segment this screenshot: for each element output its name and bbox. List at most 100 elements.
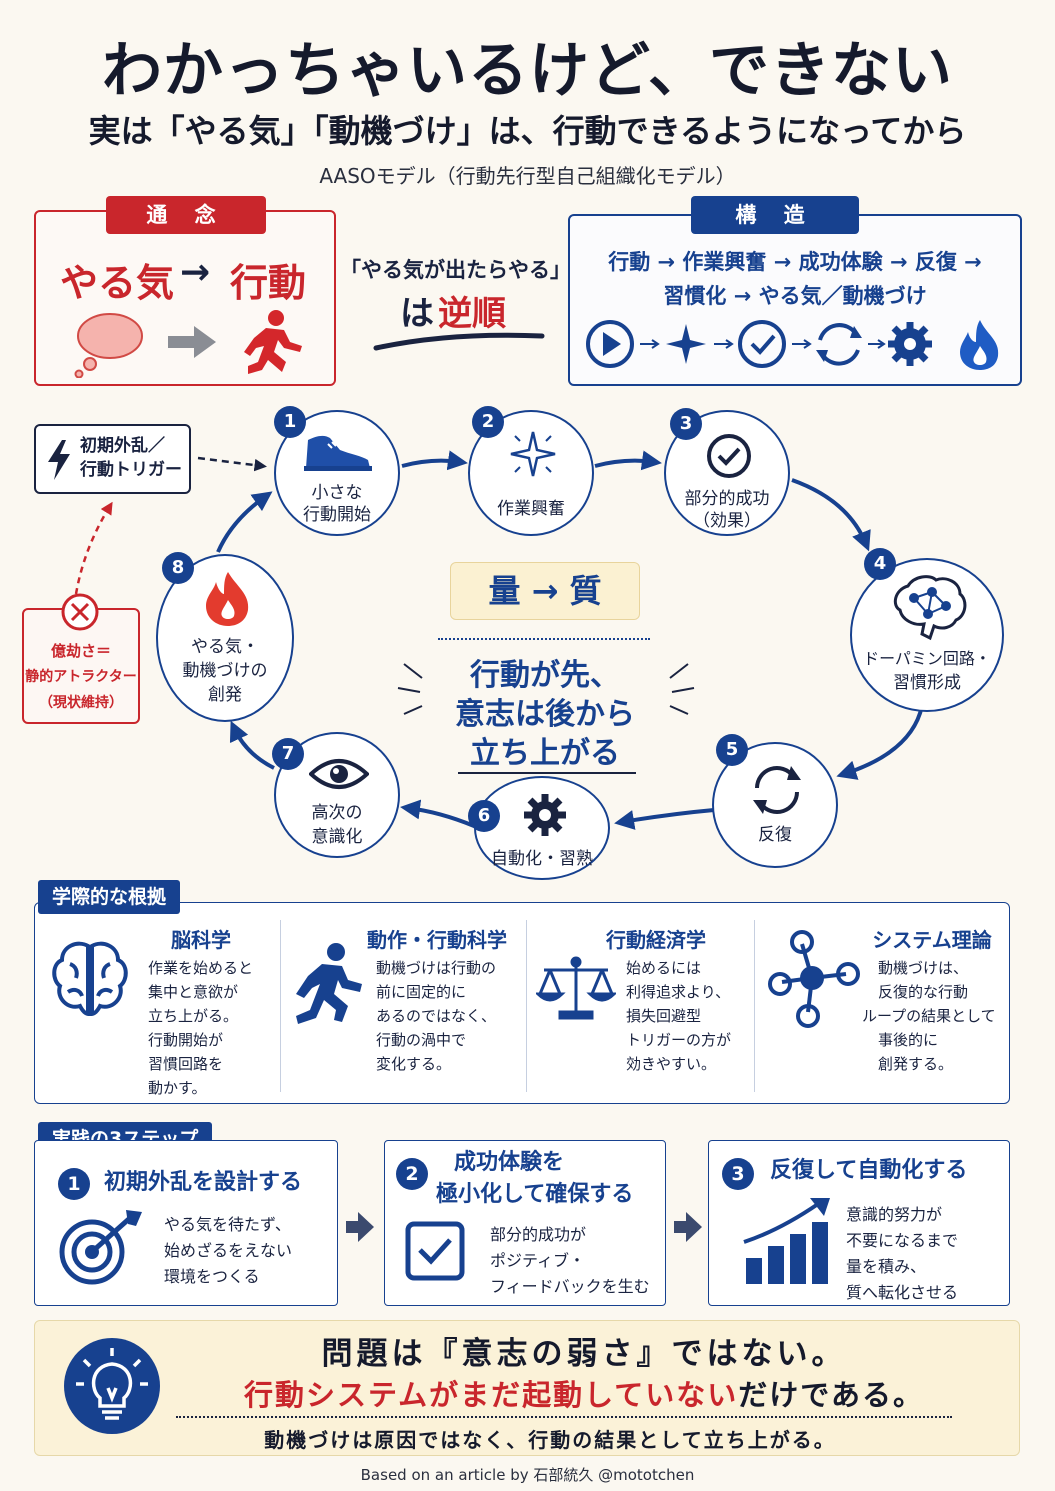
cycle-step-7-line1: 高次の xyxy=(311,803,363,823)
page-title: わかっちゃいるけど、できない xyxy=(102,36,953,106)
conclusion-line2: 行動システムがまだ起動していないだけである。 xyxy=(170,1372,998,1414)
step-1-body: やる気を待たず、 始めざるをえない 環境をつくる xyxy=(164,1212,292,1290)
evidence-col-2-line: 動機づけは行動の xyxy=(376,959,497,977)
evidence-col-3-line: 始めるには xyxy=(626,959,702,977)
step-2-line: ポジティブ・ xyxy=(490,1251,586,1270)
flame-icon xyxy=(960,320,999,370)
evidence-col-4-line: 反復的な行動 xyxy=(878,983,969,1001)
step-1-line: 環境をつくる xyxy=(164,1267,260,1286)
cycle-step-3-line1: 部分的成功 xyxy=(684,489,770,509)
evidence-col-3-line: 効きやすい。 xyxy=(626,1055,717,1073)
cycle-arrow-5-6 xyxy=(614,808,715,830)
step-arrow-icon xyxy=(674,1212,702,1242)
step-1-title: 初期外乱を設計する xyxy=(104,1170,303,1195)
running-person-icon xyxy=(296,943,362,1024)
trigger-line2: 行動トリガー xyxy=(80,460,182,480)
evidence-col-3-line: 損失回避型 xyxy=(626,1007,702,1025)
cycle-arrow-8-1 xyxy=(216,491,273,553)
step-1-number: 1 xyxy=(58,1168,90,1200)
cycle-arrow-3-4 xyxy=(791,478,871,552)
sparkle-icon xyxy=(666,324,706,364)
evidence-col-4-line: 動機づけは、 xyxy=(878,959,969,977)
center-dotted-divider xyxy=(438,638,650,640)
inertia-line1: 億劫さ＝ xyxy=(50,642,111,660)
center-underline xyxy=(458,772,636,774)
concept-card xyxy=(34,210,336,386)
checkmark-circle-icon xyxy=(738,320,786,368)
brush-underline xyxy=(373,332,545,351)
reverse-quote: 「やる気が出たらやる」 xyxy=(340,258,571,282)
structure-icons xyxy=(586,320,999,370)
evidence-col-3-title: 行動経済学 xyxy=(606,928,706,952)
step-1-line: 始めざるをえない xyxy=(164,1241,293,1260)
footer-credit: Based on an article by 石部統久 @mototchen xyxy=(360,1466,695,1484)
cycle-icon xyxy=(816,323,862,366)
evidence-divider xyxy=(280,920,281,1092)
network-nodes-icon xyxy=(768,930,860,1028)
inertia-line2: 静的アトラクター xyxy=(25,669,137,685)
concept-formula-arrow: → xyxy=(180,252,211,293)
evidence-divider xyxy=(754,920,755,1092)
center-line1: 行動が先、 xyxy=(470,658,620,693)
cycle-number-2: 2 xyxy=(472,406,504,438)
concept-icons xyxy=(74,310,302,378)
cycle-step-7-line2: 意識化 xyxy=(311,827,363,847)
evidence-section xyxy=(34,902,1010,1104)
evidence-divider xyxy=(526,920,527,1092)
step-2-line: 部分的成功が xyxy=(490,1225,587,1244)
cycle-number-5: 5 xyxy=(716,734,748,766)
cycle-step-2: 作業興奮 xyxy=(468,410,594,536)
conclusion-line2-red: 行動システムがまだ起動していない xyxy=(244,1378,739,1412)
cycle-step-2-line1: 作業興奮 xyxy=(497,499,565,519)
cycle-step-4: ドーパミン回路・ 習慣形成 xyxy=(850,558,1004,712)
conclusion-divider xyxy=(176,1416,952,1418)
flame-icon xyxy=(206,572,249,626)
cycle-step-6-line1: 自動化・習熟 xyxy=(491,849,593,869)
evidence-col-1-line: 習慣回路を xyxy=(148,1055,224,1073)
step-arrow-icon xyxy=(346,1212,374,1242)
cycle-number-1: 1 xyxy=(274,406,306,438)
cycle-step-1: 小さな 行動開始 xyxy=(274,410,400,536)
evidence-col-4-line: ループの結果として xyxy=(862,1007,996,1025)
sparkle-icon xyxy=(510,431,556,477)
structure-line1: 行動 → 作業興奮 → 成功体験 → 反復 → xyxy=(608,250,982,274)
small-arrow-icon xyxy=(792,339,812,349)
cycle-step-8-line3: 創発 xyxy=(208,685,242,705)
emphasis-rays xyxy=(397,663,695,715)
cycle-number-3: 3 xyxy=(670,408,702,440)
cycle-arrow-2-3 xyxy=(594,450,662,471)
conclusion-line2-dark: だけである。 xyxy=(738,1378,924,1412)
cycle-step-8: やる気・ 動機づけの 創発 xyxy=(156,554,294,722)
concept-label: 通 念 xyxy=(106,196,266,234)
cycle-number-8: 8 xyxy=(162,552,194,584)
running-person-icon xyxy=(244,310,302,374)
step-2-title-line1: 成功体験を xyxy=(454,1150,565,1175)
step-3-line: 不要になるまで xyxy=(846,1231,959,1250)
cycle-number-4: 4 xyxy=(864,548,896,580)
growth-chart-icon xyxy=(743,1198,830,1284)
reverse-prefix: は xyxy=(400,294,434,334)
concept-formula-left: やる気 xyxy=(60,261,175,305)
cycle-number-7: 7 xyxy=(272,738,304,770)
gray-arrow-icon xyxy=(168,326,216,358)
step-2-number: 2 xyxy=(396,1158,428,1190)
cycle-step-6: 自動化・習熟 xyxy=(474,776,610,880)
eye-icon xyxy=(309,759,369,789)
evidence-col-1-body: 作業を始めると 集中と意欲が 立ち上がる。 行動開始が 習慣回路を 動かす。 xyxy=(148,956,253,1100)
evidence-col-2-line: 行動の渦中で xyxy=(376,1031,467,1049)
evidence-col-4-title: システム理論 xyxy=(872,928,992,952)
center-line3: 立ち上がる xyxy=(470,736,620,771)
scale-icon xyxy=(536,956,616,1020)
quantity-quality-box: 量 → 質 xyxy=(450,562,640,620)
model-name: AASOモデル（行動先行型自己組織化モデル） xyxy=(319,164,736,188)
cycle-step-4-line1: ドーパミン回路・ xyxy=(863,649,991,668)
lightbulb-icon xyxy=(64,1338,160,1434)
cycle-step-5-line1: 反復 xyxy=(758,825,792,845)
cycle-arrow-6-7 xyxy=(400,799,475,828)
step-3-line: 量を積み、 xyxy=(846,1257,927,1276)
cycle-number-6: 6 xyxy=(468,800,500,832)
evidence-col-1-line: 集中と意欲が xyxy=(148,983,239,1001)
center-line2: 意志は後から xyxy=(455,697,635,732)
cycle-step-8-line1: やる気・ xyxy=(191,637,259,657)
inertia-line3: （現状維持） xyxy=(39,695,123,711)
